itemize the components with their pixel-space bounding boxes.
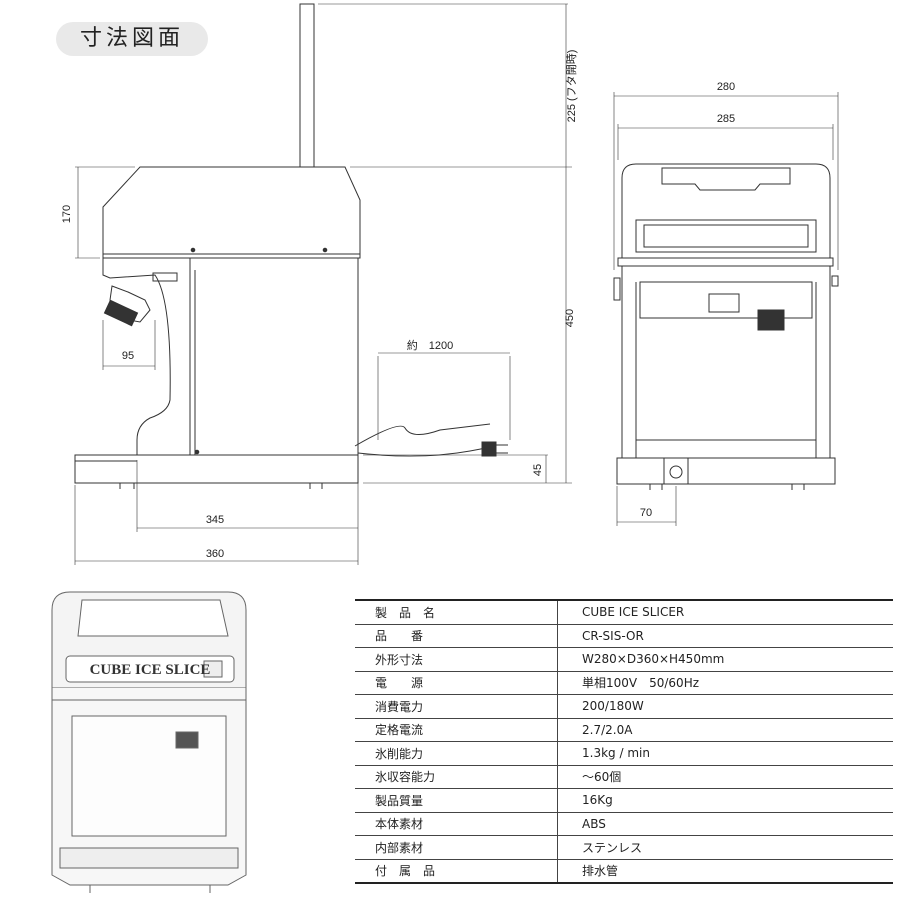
spec-label: 製 品 名 [355,599,558,625]
spec-value: ABS [557,811,893,836]
spec-value: 1.3kg / min [557,741,893,766]
side-base [74,454,359,484]
front-knob [757,309,785,331]
front-nameplate [635,219,817,253]
spec-label: 氷削能力 [355,741,558,766]
power-cord [354,423,491,447]
table-row: 内部素材ステンレス [355,835,893,860]
product-image [51,591,247,893]
side-view [74,3,572,565]
spec-label: 本体素材 [355,811,558,836]
spec-value: 排水管 [557,858,893,884]
front-head [621,163,831,258]
dim-chute-depth: 95 [122,350,134,362]
front-base [616,457,836,485]
spec-value: CR-SIS-OR [557,623,893,648]
spec-label: 外形寸法 [355,647,558,672]
spec-label: 内部素材 [355,835,558,860]
spec-value: ～60個 [557,764,893,789]
spec-value: 16Kg [557,788,893,813]
spec-label: 氷収容能力 [355,764,558,789]
spec-label: 定格電流 [355,717,558,742]
dim-lid-open: 225 (フタ開時) [565,50,578,123]
side-head [102,166,361,259]
spec-label: 付 属 品 [355,858,558,884]
product-nameplate [65,655,235,683]
spec-value: ステンレス [557,835,893,860]
spec-value: CUBE ICE SLICER [557,599,893,625]
dim-width-inner: 285 [717,113,735,125]
spec-value: W280×D360×H450mm [557,647,893,672]
spec-value: 2.7/2.0A [557,717,893,742]
spec-label: 品 番 [355,623,558,648]
dim-drain-offset: 70 [640,507,652,519]
spec-label: 製品質量 [355,788,558,813]
plug [481,441,497,457]
table-row: 電 源単相100V 50/60Hz [355,670,893,695]
dim-base-depth: 345 [206,514,224,526]
front-view [613,92,839,526]
side-front-profile [102,258,171,455]
product-nameplate-text: CUBE ICE SLICE [90,662,211,678]
table-row: 付 属 品排水管 [355,858,893,884]
dim-width-outer: 280 [717,81,735,93]
dim-head-height: 170 [61,205,73,223]
page-title: 寸法図面 [56,22,208,56]
drain-port [669,465,683,479]
spec-value: 200/180W [557,694,893,719]
table-row: 氷収容能力～60個 [355,764,893,789]
switch [152,272,178,282]
spec-value: 単相100V 50/60Hz [557,670,893,695]
spec-label: 消費電力 [355,694,558,719]
spec-label: 電 源 [355,670,558,695]
dim-cord-length: 約 1200 [407,338,453,352]
open-lid-outline [299,3,315,168]
dim-base-height: 45 [532,464,544,476]
product-knob [175,731,199,749]
dim-total-depth: 360 [206,548,224,560]
grind-knob [103,299,139,327]
dim-body-height: 450 [564,309,576,327]
